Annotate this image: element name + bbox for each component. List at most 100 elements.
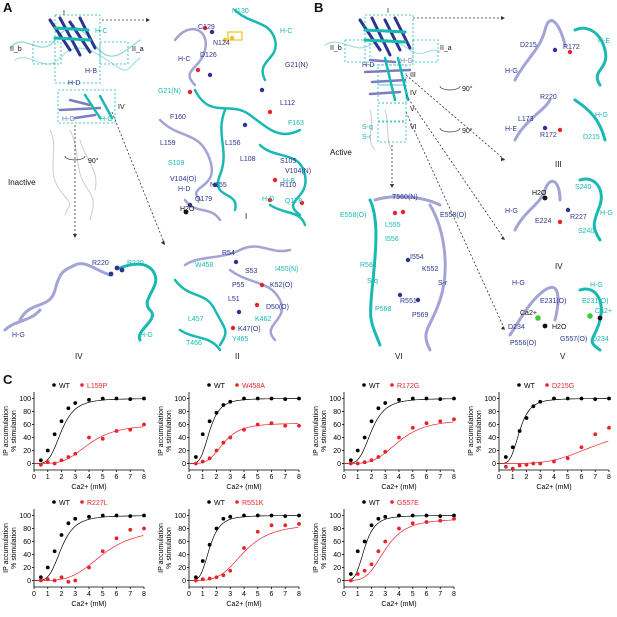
y-tick-label: 0 bbox=[182, 461, 186, 468]
data-point-mutant bbox=[593, 432, 598, 437]
data-point-mutant bbox=[376, 455, 381, 459]
x-tick-label: 1 bbox=[356, 474, 360, 481]
x-tick-label: 0 bbox=[187, 591, 191, 598]
inset-label: E231(O) bbox=[540, 298, 567, 305]
data-point-mutant bbox=[52, 578, 57, 583]
data-point-wt bbox=[503, 455, 508, 459]
x-tick-label: 5 bbox=[256, 591, 260, 598]
b-overview-label: H-G bbox=[400, 58, 413, 65]
data-point-wt bbox=[362, 435, 367, 440]
y-axis-label: % stimulation bbox=[166, 527, 173, 569]
data-point-wt bbox=[228, 399, 233, 404]
legend-label-wt: WT bbox=[524, 383, 536, 390]
data-point-wt bbox=[221, 516, 226, 521]
x-tick-label: 3 bbox=[73, 591, 77, 598]
data-point-mutant bbox=[531, 461, 536, 466]
data-point-wt bbox=[114, 513, 119, 518]
y-axis-label: % stimulation bbox=[11, 527, 18, 569]
b-state-label: Active bbox=[330, 148, 352, 157]
y-tick-label: 40 bbox=[23, 435, 31, 442]
inset-label: G557(O) bbox=[560, 336, 588, 343]
inset-label: H-D bbox=[178, 186, 191, 193]
data-point-mutant bbox=[193, 461, 198, 466]
data-point-mutant bbox=[242, 427, 246, 432]
data-point-wt bbox=[207, 542, 212, 547]
a-overview-label-hg2: H-G bbox=[100, 116, 113, 123]
data-point-wt bbox=[510, 445, 515, 450]
a-overview-label-iib: II_b bbox=[10, 46, 22, 53]
data-point-mutant bbox=[228, 435, 233, 440]
data-point-wt bbox=[424, 513, 429, 518]
data-point-wt bbox=[100, 513, 105, 518]
panel-letter-a: A bbox=[3, 0, 13, 15]
data-point-wt bbox=[524, 416, 529, 420]
x-tick-label: 7 bbox=[438, 474, 442, 481]
x-tick-label: 3 bbox=[383, 474, 387, 481]
data-point-mutant bbox=[221, 440, 226, 445]
data-point-wt bbox=[142, 513, 146, 518]
b-overview-label: VI bbox=[410, 124, 417, 131]
chart-axes bbox=[498, 392, 609, 471]
inset-label: K52(O) bbox=[270, 282, 293, 289]
a-overview-label-hb: H-B bbox=[85, 68, 98, 75]
data-point-mutant bbox=[297, 423, 301, 428]
y-axis-label: % stimulation bbox=[321, 410, 328, 452]
data-point-mutant bbox=[200, 577, 205, 582]
series-fit-line bbox=[344, 515, 454, 581]
data-point-wt bbox=[128, 514, 133, 519]
legend-label-wt: WT bbox=[214, 383, 226, 390]
legend-label-wt: WT bbox=[59, 383, 71, 390]
data-point-mutant bbox=[424, 421, 429, 426]
inset-a-i-atoms bbox=[183, 25, 305, 215]
data-point-mutant bbox=[397, 526, 401, 531]
data-point-wt bbox=[452, 396, 456, 401]
chart-axes bbox=[343, 392, 454, 471]
data-point-wt bbox=[269, 396, 274, 401]
data-point-wt bbox=[383, 401, 388, 405]
legend-label-mutant: G557E bbox=[397, 500, 419, 507]
data-point-mutant bbox=[283, 523, 288, 528]
legend-label-wt: WT bbox=[369, 500, 381, 507]
data-point-wt bbox=[52, 549, 57, 554]
data-point-mutant bbox=[242, 546, 246, 550]
x-tick-label: 7 bbox=[593, 474, 597, 481]
legend-label-mutant: D215G bbox=[552, 383, 574, 390]
data-point-wt bbox=[87, 514, 91, 519]
inset-label: E231(O) bbox=[582, 298, 609, 305]
data-point-wt bbox=[73, 516, 78, 521]
series-fit-line bbox=[499, 398, 609, 464]
inset-label: L108 bbox=[240, 156, 256, 163]
inset-label: T560(N) bbox=[392, 194, 418, 201]
y-tick-label: 80 bbox=[333, 409, 341, 416]
inset-label: I455(N) bbox=[275, 266, 299, 273]
chart-legend: WT L159P bbox=[52, 383, 108, 390]
data-point-wt bbox=[355, 549, 360, 554]
inset-label: E558(O) bbox=[440, 212, 467, 219]
inset-label: H-B bbox=[283, 178, 296, 185]
inset-label: L159 bbox=[160, 140, 176, 147]
data-point-wt bbox=[376, 516, 381, 521]
inset-label: V104(O) bbox=[170, 176, 197, 183]
y-tick-label: 80 bbox=[178, 409, 186, 416]
series-fit-line bbox=[34, 535, 144, 581]
data-point-wt bbox=[193, 455, 198, 459]
data-point-wt bbox=[242, 513, 246, 518]
data-point-wt bbox=[66, 521, 71, 526]
y-tick-label: 0 bbox=[337, 461, 341, 468]
x-tick-label: 6 bbox=[115, 474, 119, 481]
inset-label: H-G bbox=[140, 332, 153, 339]
inset-b-v-roman: V bbox=[560, 352, 566, 361]
data-point-wt bbox=[207, 419, 212, 424]
legend-label-mutant: L159P bbox=[87, 383, 108, 390]
data-point-mutant bbox=[228, 568, 233, 573]
inset-label: S-q bbox=[367, 278, 378, 285]
inset-label: K552 bbox=[422, 266, 439, 273]
y-axis-label: IP accumulation bbox=[158, 406, 165, 456]
data-point-wt bbox=[38, 458, 43, 463]
inset-b-vi-ribbon bbox=[368, 195, 447, 352]
data-point-wt bbox=[362, 539, 367, 544]
x-tick-label: 2 bbox=[215, 474, 219, 481]
